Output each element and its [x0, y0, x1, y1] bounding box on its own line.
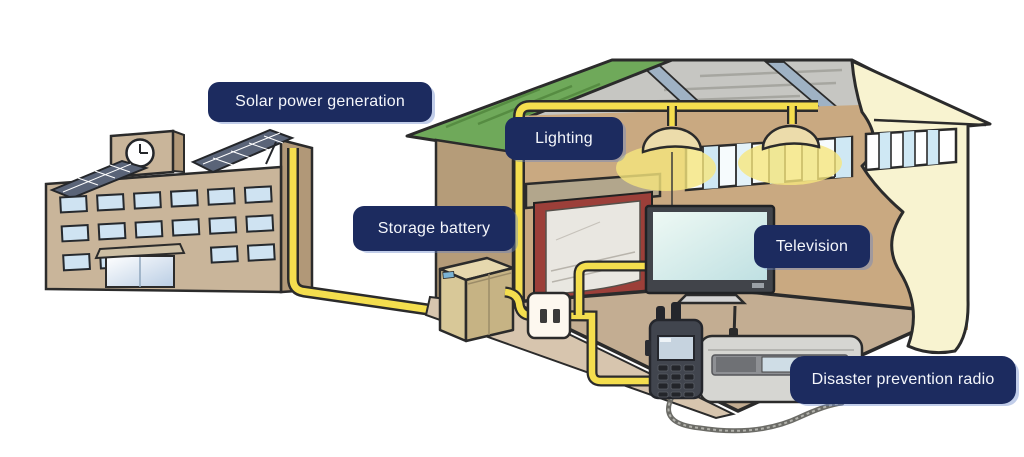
coiled-handset-cord [666, 394, 845, 434]
power-outlet-icon [526, 291, 572, 340]
power-cable-icon [287, 148, 446, 318]
label-solar-power-generation: Solar power generation [208, 82, 432, 122]
label-storage-battery: Storage battery [353, 206, 515, 251]
label-text: Solar power generation [235, 93, 405, 110]
storage-battery-icon [438, 256, 515, 343]
power-cable-icon [504, 260, 652, 387]
label-text: Lighting [535, 129, 593, 147]
handheld-radio-icon [645, 302, 704, 400]
gable-wall [850, 59, 992, 355]
pendant-light-icon [738, 124, 842, 185]
label-text: Storage battery [377, 219, 491, 237]
pendant-light-icon [616, 126, 716, 224]
school-building-icon [44, 128, 314, 294]
solar-panel-icon [190, 128, 295, 174]
clock-icon [125, 138, 155, 168]
stage-curtain-icon [524, 172, 662, 305]
label-text: Television [775, 237, 849, 255]
power-cable-icon [513, 100, 818, 300]
school-entrance [94, 242, 186, 288]
label-television: Television [754, 225, 870, 268]
label-text: Disaster prevention radio [811, 371, 995, 388]
solar-panel-icon [49, 159, 150, 200]
label-disaster-prevention-radio: Disaster prevention radio [790, 356, 1016, 404]
television-icon [644, 204, 776, 305]
label-lighting: Lighting [505, 117, 623, 160]
